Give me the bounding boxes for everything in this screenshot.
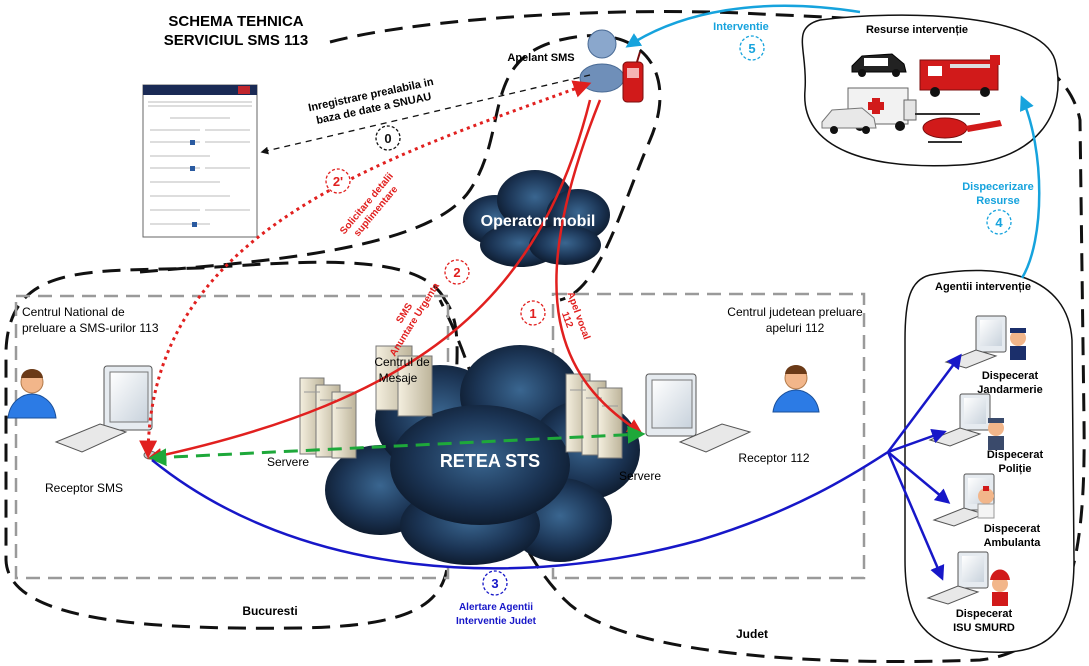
step-0-circle	[375, 125, 401, 151]
step-4-line2: Resurse	[976, 195, 1019, 207]
step-0-num: 0	[384, 131, 391, 146]
agency-3-line2: Ambulanta	[984, 537, 1042, 549]
receptor-112-label: Receptor 112	[738, 451, 809, 465]
step-5-num: 5	[748, 41, 755, 56]
servers-left-icon	[299, 377, 357, 459]
agency-3-line1: Dispecerat	[984, 523, 1041, 535]
fire-truck-icon	[919, 55, 1000, 97]
network-label: RETEA STS	[440, 451, 540, 471]
centre-judetean-line1: Centrul judetean preluare	[727, 305, 863, 319]
servers-left-label: Servere	[267, 455, 309, 469]
agency-1-line1: Dispecerat	[982, 370, 1039, 382]
step-2-circle	[444, 259, 470, 285]
sms-computer-icon	[54, 365, 157, 460]
step-3-line1: Alertare Agentii	[459, 602, 533, 613]
step-2prime-num: 2'	[333, 174, 343, 189]
step-3-num: 3	[491, 576, 498, 591]
caller-label: Apelant SMS	[507, 52, 574, 64]
step-5-line1: Interventie	[713, 21, 769, 33]
arrow-3-politie	[887, 428, 947, 454]
step-4-num: 4	[995, 215, 1003, 230]
arrow-3-isu	[886, 451, 945, 581]
step-4-line1: Dispecerizare	[962, 181, 1034, 193]
helicopter-icon	[915, 113, 1002, 143]
operator-label: Operator mobil	[481, 213, 596, 230]
agencies-title: Agentii intervenție	[935, 281, 1031, 293]
step-2-num: 2	[453, 265, 460, 280]
arrow-step-3	[151, 450, 889, 570]
judet-boundary	[329, 10, 1086, 664]
region-bucuresti: Bucuresti	[242, 604, 297, 618]
car-icon	[821, 107, 877, 134]
arrow-3-jandarmerie	[887, 353, 962, 453]
link-receptors	[148, 425, 646, 467]
servers-right-icon	[565, 373, 623, 459]
message-centre-line2: Mesaje	[379, 371, 418, 385]
agency-1-line2: Jandarmerie	[977, 384, 1042, 396]
arrow-step-2prime	[139, 80, 592, 459]
registration-form	[142, 84, 258, 238]
computer-112-icon	[645, 373, 752, 453]
sms-receptor-person-icon	[7, 369, 57, 419]
agency-4-line1: Dispecerat	[956, 608, 1013, 620]
step-3-line2: Interventie Judet	[456, 616, 537, 627]
step-2prime-circle	[325, 168, 351, 194]
isu-smurd-workstation-icon	[926, 551, 1010, 606]
arrow-step-4	[1019, 95, 1041, 279]
arrow-step-5	[625, 4, 861, 48]
step-1-num: 1	[529, 306, 536, 321]
receptor-112-person-icon	[772, 365, 820, 413]
arrow-step-1	[555, 99, 643, 434]
centre-judetean-line2: apeluri 112	[766, 321, 825, 335]
ambulanta-workstation-icon	[932, 473, 995, 527]
step-4-circle	[986, 209, 1012, 235]
agency-2-line1: Dispecerat	[987, 449, 1044, 461]
caller-boundary	[139, 34, 662, 302]
step-1-line2: 112	[559, 310, 575, 329]
step-3-circle	[482, 570, 508, 596]
mobile-phone-icon	[622, 51, 644, 103]
title-line2: SERVICIUL SMS 113	[164, 32, 309, 49]
title-line1: SCHEMA TEHNICA	[168, 13, 303, 30]
agency-2-line2: Poliție	[998, 463, 1031, 475]
message-centre-line1: Centrul de	[374, 355, 430, 369]
arrow-3-ambulanta	[887, 451, 951, 504]
centre-national-line2: preluare a SMS-urilor 113	[22, 321, 159, 335]
resources-label: Resurse intervenție	[866, 24, 968, 36]
centre-national-line1: Centrul National de	[22, 305, 125, 319]
region-judet: Judet	[736, 627, 768, 641]
police-car-icon	[851, 53, 907, 77]
step-5-circle	[739, 35, 765, 61]
servers-right-label: Servere	[619, 469, 661, 483]
step-1-circle	[520, 300, 546, 326]
receptor-sms-label: Receptor SMS	[45, 481, 123, 495]
agency-4-line2: ISU SMURD	[953, 622, 1015, 634]
